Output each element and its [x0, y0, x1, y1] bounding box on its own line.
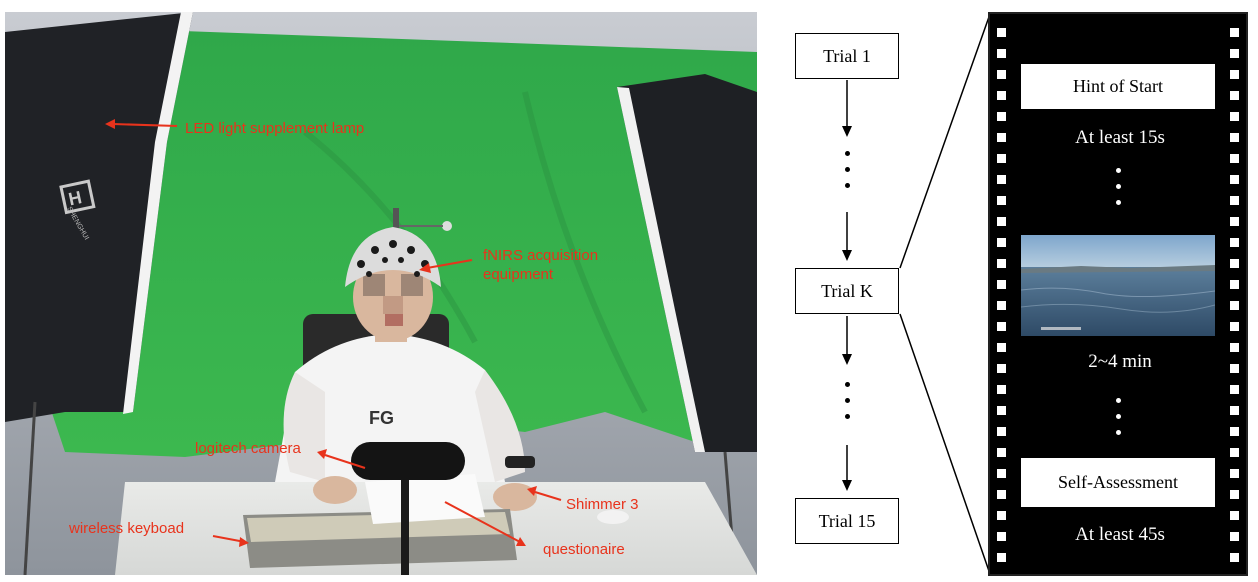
sprocket-hole — [997, 322, 1006, 331]
sprocket-hole — [997, 532, 1006, 541]
ellipsis-lower — [845, 382, 851, 430]
sprocket-hole — [997, 385, 1006, 394]
sprocket-hole — [1230, 385, 1239, 394]
sprocket-hole — [1230, 469, 1239, 478]
sprocket-hole — [1230, 511, 1239, 520]
logitech-camera-label: logitech camera — [195, 440, 301, 457]
sprocket-hole — [997, 238, 1006, 247]
start-duration-text: At least 15s — [1075, 127, 1165, 148]
sprocket-hole — [997, 448, 1006, 457]
sprocket-hole — [1230, 280, 1239, 289]
sprocket-hole — [1230, 259, 1239, 268]
sprocket-hole — [997, 196, 1006, 205]
sprocket-hole — [1230, 406, 1239, 415]
sprocket-hole — [997, 154, 1006, 163]
shimmer-label: Shimmer 3 — [566, 496, 639, 513]
sprocket-hole — [1230, 175, 1239, 184]
sprocket-hole — [997, 217, 1006, 226]
lab-scene-illustration: H — [5, 12, 757, 575]
sprocket-hole — [997, 280, 1006, 289]
sprocket-hole — [1230, 217, 1239, 226]
sprocket-hole — [1230, 28, 1239, 37]
sprocket-hole — [997, 469, 1006, 478]
film-strip: Hint of Start At least 15s 2~4 min — [988, 12, 1248, 576]
sprocket-hole — [997, 133, 1006, 142]
hint-of-start-box: Hint of Start — [1021, 64, 1215, 109]
svg-text:H: H — [67, 187, 84, 209]
sprocket-hole — [1230, 91, 1239, 100]
sprocket-hole — [997, 343, 1006, 352]
sprocket-hole — [1230, 364, 1239, 373]
experiment-photo: H LED light supplement lamp fNIRS acquis… — [5, 12, 757, 575]
led-lamp-label: LED light supplement lamp — [185, 120, 365, 137]
sprocket-hole — [997, 490, 1006, 499]
sprocket-hole — [997, 49, 1006, 58]
sprocket-hole — [997, 364, 1006, 373]
sprocket-hole — [997, 259, 1006, 268]
shirt-logo: FG — [369, 408, 394, 428]
trial-1-box: Trial 1 — [795, 33, 899, 79]
sprocket-hole — [1230, 343, 1239, 352]
sprocket-hole — [1230, 322, 1239, 331]
sprocket-hole — [997, 91, 1006, 100]
sprocket-hole — [1230, 427, 1239, 436]
sprocket-hole — [997, 301, 1006, 310]
sprocket-hole — [997, 112, 1006, 121]
self-assessment-box: Self-Assessment — [1021, 458, 1215, 507]
sprocket-hole — [997, 175, 1006, 184]
sprocket-hole — [1230, 154, 1239, 163]
sprocket-hole — [997, 553, 1006, 562]
trial-15-box: Trial 15 — [795, 498, 899, 544]
sprocket-hole — [1230, 448, 1239, 457]
sprocket-hole — [1230, 238, 1239, 247]
sprocket-hole — [1230, 301, 1239, 310]
sprocket-hole — [997, 511, 1006, 520]
ellipsis-upper — [845, 151, 851, 199]
sprocket-hole — [1230, 196, 1239, 205]
fnirs-equipment-label: fNIRS acquisition equipment — [483, 247, 599, 283]
sprocket-hole — [997, 70, 1006, 79]
sprocket-hole — [1230, 112, 1239, 121]
video-still — [1021, 235, 1215, 336]
wireless-keyboard-label: wireless keyboad — [69, 520, 185, 537]
sprocket-hole — [997, 406, 1006, 415]
sprocket-hole — [1230, 133, 1239, 142]
sprocket-hole — [1230, 553, 1239, 562]
video-duration-text: 2~4 min — [1088, 351, 1152, 372]
sprocket-hole — [997, 427, 1006, 436]
sprocket-hole — [1230, 490, 1239, 499]
trial-k-box: Trial K — [795, 268, 899, 314]
sprocket-hole — [997, 28, 1006, 37]
sprocket-hole — [1230, 532, 1239, 541]
film-ellipsis-lower — [1116, 398, 1122, 446]
assessment-duration-text: At least 45s — [1075, 524, 1165, 545]
sprocket-hole — [1230, 49, 1239, 58]
sprocket-hole — [1230, 70, 1239, 79]
questionnaire-label: questionaire — [543, 541, 625, 558]
film-ellipsis-upper — [1116, 168, 1122, 216]
